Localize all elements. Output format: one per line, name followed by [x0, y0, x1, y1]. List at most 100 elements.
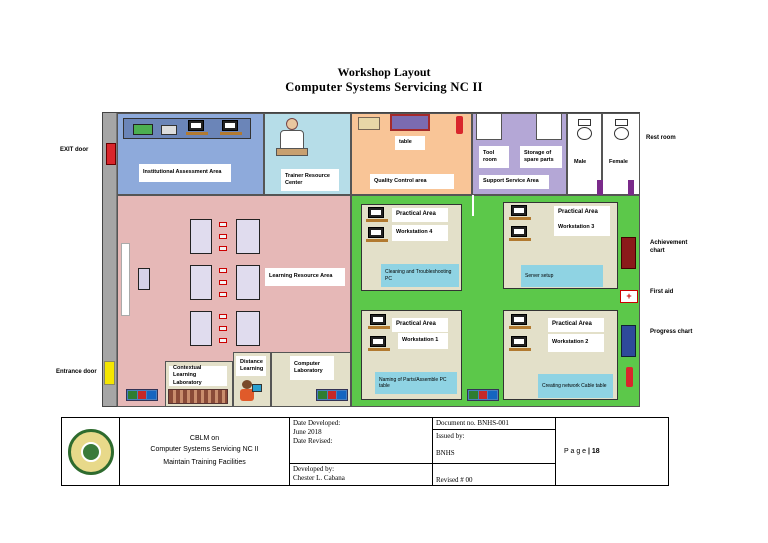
- revised-cell: Revised # 00: [432, 462, 556, 487]
- caption-text: Creating network Cable table: [542, 382, 607, 389]
- storage-label: Storage of spare parts: [520, 146, 562, 168]
- restroom-male: [567, 113, 602, 195]
- first-aid-icon: +: [620, 290, 638, 303]
- document-no-cell: Document no. BNHS-001: [432, 417, 556, 430]
- workstation-2-name: Workstation 2: [548, 334, 604, 352]
- tool-room-label: Tool room: [479, 146, 509, 168]
- tool-room-wall: [476, 113, 502, 140]
- caption-text: Cleaning and Troubleshooting PC: [385, 269, 452, 282]
- student-icon: [240, 380, 262, 402]
- quality-control-label: Quality Control area: [370, 174, 454, 189]
- issued-by-value: BNHS: [436, 448, 455, 457]
- chair-column: [216, 311, 229, 346]
- developed-by-label: Developed by:: [293, 464, 335, 473]
- table-label: table: [395, 136, 425, 150]
- developed-by-value: Chester L. Cabana: [293, 473, 345, 482]
- workstation-4-name: Workstation 4: [392, 225, 448, 241]
- qc-table: [390, 114, 430, 131]
- progress-chart-board: [621, 325, 636, 357]
- computer-icon: [509, 314, 531, 329]
- date-developed-label: Date Developed:: [293, 419, 341, 427]
- workstation-3-name: Workstation 3: [554, 220, 610, 236]
- restroom-door-purple: [628, 180, 634, 195]
- workstation-4-caption: Cleaning and Troubleshooting PC: [381, 264, 459, 287]
- computer-icon: [509, 336, 531, 351]
- fire-extinguisher-icon: [626, 367, 633, 387]
- computer-icon: [366, 227, 388, 242]
- learning-desk: [190, 311, 212, 346]
- page-title: Workshop Layout: [337, 65, 431, 79]
- document-no: Document no. BNHS-001: [436, 419, 509, 427]
- workstation-4-area-label: Practical Area: [392, 208, 448, 222]
- workstation-2-caption: Creating network Cable table: [538, 374, 613, 398]
- workstation-1-area-label: Practical Area: [392, 318, 448, 332]
- contextual-learning-label: Contextual Learning Laboratory: [169, 365, 227, 386]
- cblm-line1: CBLM on: [189, 435, 220, 443]
- computer-icon: [368, 336, 390, 351]
- chair-column: [216, 265, 229, 300]
- workstation-1-caption: Naming of Parts/Assemble PC table: [375, 372, 457, 394]
- computer-icon: [509, 226, 531, 241]
- corridor-wall: [103, 113, 117, 406]
- page-cell: P a g e | 18: [555, 417, 669, 486]
- trash-bins-icon: [316, 389, 348, 401]
- computer-icon: [509, 205, 531, 220]
- entrance-door[interactable]: [104, 361, 115, 385]
- achievement-chart-label: Achievement chart: [650, 240, 688, 254]
- computer-icon: [368, 314, 390, 329]
- male-label: Male: [570, 156, 596, 170]
- developed-by-cell: Developed by: Chester L. Cabana: [289, 462, 433, 487]
- issued-by-cell: Issued by: BNHS: [432, 428, 556, 464]
- caption-text: Naming of Parts/Assemble PC table: [379, 376, 447, 390]
- learning-desk: [236, 265, 260, 300]
- support-service-label: Support Service Area: [479, 175, 549, 189]
- date-developed-value: June 2018: [293, 428, 322, 437]
- whiteboard: [121, 243, 130, 316]
- workstation-2-area-label: Practical Area: [548, 318, 604, 332]
- printer-icon: [161, 125, 177, 135]
- fire-extinguisher-icon: [456, 116, 463, 134]
- trainer-figure-icon: [274, 118, 310, 164]
- first-aid-label: First aid: [650, 289, 674, 295]
- rest-room-label: Rest room: [646, 135, 676, 141]
- trash-bins-icon: [126, 389, 158, 401]
- workstation-1-name: Workstation 1: [398, 333, 448, 349]
- page-label: P a g e: [564, 448, 587, 455]
- learning-desk: [236, 311, 260, 346]
- document-footer: CBLM on Computer Systems Servicing NC II…: [61, 417, 669, 487]
- page-number: | 18: [588, 448, 600, 455]
- exit-door-label: EXIT door: [60, 147, 89, 153]
- date-revised-label: Date Revised:: [293, 437, 333, 446]
- revised-number: Revised # 00: [436, 476, 473, 484]
- workstation-3-area-label: Practical Area: [554, 206, 610, 220]
- trainer-resource-label: Trainer Resource Center: [281, 169, 339, 191]
- assessment-table: [123, 118, 251, 139]
- distance-learning-label: Distance Learning: [236, 356, 266, 376]
- small-board: [138, 268, 150, 290]
- learning-desk: [190, 219, 212, 254]
- school-seal-logo: [67, 428, 114, 475]
- computer-icon: [186, 120, 208, 135]
- progress-chart-label: Progress chart: [650, 329, 693, 335]
- workstation-3-caption: Server setup: [521, 265, 603, 287]
- achievement-chart-board: [621, 237, 636, 269]
- exit-door[interactable]: [106, 143, 116, 165]
- learning-resource-label: Learning Resource Area: [265, 268, 345, 286]
- lab-photo: [168, 389, 228, 404]
- entrance-door-label: Entrance door: [56, 369, 97, 375]
- cblm-line2: Computer Systems Servicing NC II: [150, 445, 259, 453]
- toilet-icon: [576, 119, 593, 141]
- date-cell: Date Developed: June 2018 Date Revised:: [289, 417, 433, 464]
- female-label: Female: [605, 156, 635, 170]
- caption-text: Server setup: [525, 272, 554, 279]
- computer-icon: [220, 120, 242, 135]
- computer-icon: [366, 207, 388, 222]
- trash-bins-icon: [467, 389, 499, 401]
- storage-wall: [536, 113, 562, 140]
- page-subtitle: Computer Systems Servicing NC II: [285, 80, 483, 94]
- toilet-icon: [613, 119, 630, 141]
- chair-column: [216, 219, 229, 254]
- restroom-door-purple: [597, 180, 603, 195]
- box-icon: [358, 117, 380, 130]
- institutional-assessment-label: Institutional Assessment Area: [139, 164, 231, 182]
